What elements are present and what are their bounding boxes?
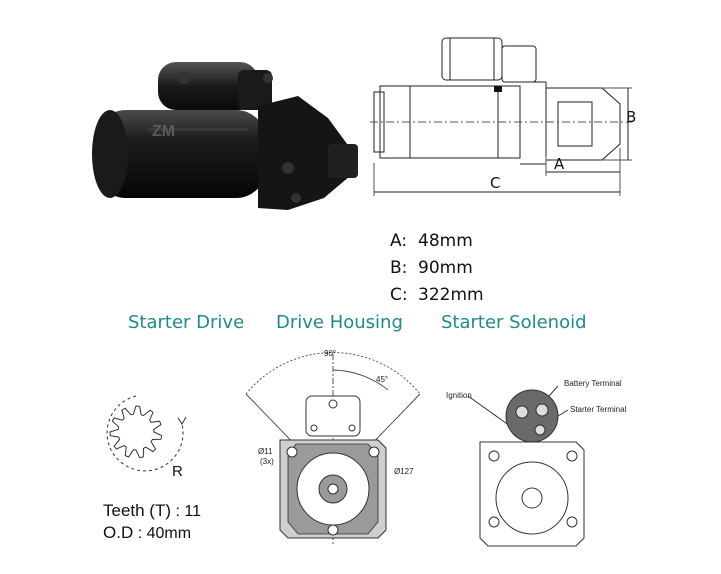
teeth-row: Teeth (T) : 11	[103, 500, 201, 522]
spec-value: 322mm	[418, 285, 484, 305]
angle-90-label: 90°	[324, 349, 336, 358]
starter-terminal-label: Starter Terminal	[570, 405, 627, 414]
gear-specs: Teeth (T) : 11 O.D : 40mm	[103, 500, 201, 544]
rotation-label: R	[172, 463, 183, 478]
battery-terminal-label: Battery Terminal	[564, 379, 622, 388]
spec-row-c: C: 322mm	[390, 282, 484, 309]
bolt-circle-label: Ø127	[394, 467, 414, 476]
spec-row-a: A: 48mm	[390, 228, 484, 255]
drive-housing-diagram: 90° 45° Ø11 (3x) Ø127	[228, 344, 438, 556]
starter-motor-photo: ZM	[88, 48, 368, 218]
ignition-label: Ignition	[446, 391, 472, 400]
section-label-starter-drive: Starter Drive	[128, 312, 245, 333]
hole-diameter-label: Ø11	[258, 447, 273, 456]
dim-letter-b: B	[626, 108, 636, 126]
dim-letter-a: A	[554, 155, 565, 173]
spec-row-b: B: 90mm	[390, 255, 484, 282]
hole-count-label: (3x)	[260, 457, 274, 466]
dimension-drawing: C A B	[370, 28, 640, 213]
starter-drive-gear-diagram: R	[96, 388, 206, 480]
starter-solenoid-diagram: Ignition Battery Terminal Starter Termin…	[440, 370, 640, 555]
teeth-label: Teeth (T)	[103, 501, 172, 520]
teeth-value: : 11	[175, 503, 201, 520]
spec-key: A:	[390, 231, 408, 251]
watermark-text: ZM	[152, 123, 175, 140]
spec-value: 48mm	[418, 231, 473, 251]
spec-key: C:	[390, 285, 408, 305]
dimension-specs: A: 48mm B: 90mm C: 322mm	[390, 228, 484, 309]
dim-letter-c: C	[490, 174, 500, 192]
spec-value: 90mm	[418, 258, 473, 278]
od-label: O.D	[103, 523, 134, 542]
spec-key: B:	[390, 258, 408, 278]
section-label-starter-solenoid: Starter Solenoid	[441, 312, 587, 333]
od-value: : 40mm	[137, 525, 192, 542]
od-row: O.D : 40mm	[103, 522, 201, 544]
section-label-drive-housing: Drive Housing	[276, 312, 403, 333]
angle-45-label: 45°	[376, 375, 388, 384]
